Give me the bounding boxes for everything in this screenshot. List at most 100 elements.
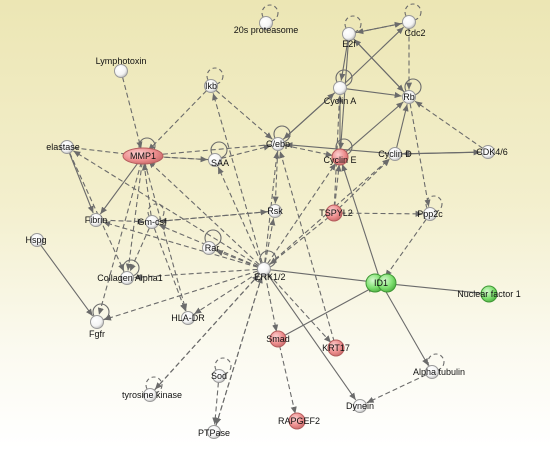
- edge-tspyl2-to-erk: [269, 216, 330, 265]
- node-label-hspg: Hspg: [25, 235, 46, 245]
- edge-tyrkin-to-erk: [153, 274, 260, 391]
- edge-krt17-to-cebp: [279, 151, 335, 342]
- node-tyrkin[interactable]: [143, 388, 157, 402]
- self-loop-proteasome: [261, 4, 279, 22]
- node-proteasome[interactable]: [259, 16, 273, 30]
- node-label-cdk46: CDK4/6: [476, 147, 508, 157]
- edge-tspyl2-to-cyclind: [338, 158, 390, 209]
- node-label-ppp2c: Ppp2c: [417, 209, 443, 219]
- node-label-erk: ERK1/2: [254, 272, 285, 282]
- node-rar[interactable]: [202, 241, 216, 255]
- node-cdc2[interactable]: [402, 15, 416, 29]
- edge-ikb-to-mmp1: [147, 90, 207, 151]
- edge-erk-to-fgfr: [103, 270, 258, 321]
- node-erk[interactable]: [257, 262, 271, 276]
- edge-cyclind-to-rb: [396, 104, 409, 148]
- node-ppp2c[interactable]: [423, 207, 437, 221]
- edge-id1-to-cycline: [341, 163, 380, 277]
- node-cdk46[interactable]: [481, 145, 495, 159]
- edge-cyclina-to-cdc2: [344, 26, 404, 84]
- node-tspyl2[interactable]: [325, 204, 343, 222]
- node-krt17[interactable]: [327, 339, 345, 357]
- node-mmp1[interactable]: [122, 147, 164, 165]
- self-loop-e2f: [344, 15, 362, 33]
- self-loop-ikb: [206, 67, 224, 85]
- node-fibrin[interactable]: [89, 213, 103, 227]
- node-rapgef2[interactable]: [288, 412, 306, 430]
- self-loop-gmcsf: [147, 203, 165, 221]
- node-elastase[interactable]: [60, 140, 74, 154]
- node-sod[interactable]: [212, 369, 226, 383]
- node-e2f[interactable]: [342, 27, 356, 41]
- edge-erk-to-saa: [217, 166, 262, 264]
- node-rsk[interactable]: [268, 204, 282, 218]
- node-label-cyclind: Cyclin D: [378, 149, 412, 159]
- node-label-mmp1: MMP1: [130, 151, 156, 161]
- node-label-sod: Sod: [211, 371, 227, 381]
- edge-ikb-to-cebp: [215, 89, 273, 140]
- edge-erk-to-collagen: [134, 268, 258, 281]
- self-loop-ppp2c: [425, 195, 443, 213]
- edge-alphatub-to-dynein: [366, 374, 427, 404]
- node-ptpase[interactable]: [207, 425, 221, 439]
- edge-cdk46-to-rb: [414, 100, 484, 149]
- node-saa[interactable]: [208, 153, 222, 167]
- node-rb[interactable]: [402, 90, 416, 104]
- edge-cycline-to-rb: [344, 101, 404, 154]
- node-lymphotoxin[interactable]: [114, 64, 128, 78]
- node-ikb[interactable]: [204, 79, 218, 93]
- edge-ptpase-to-erk: [215, 276, 263, 426]
- edge-cyclina-to-cebp: [283, 91, 336, 140]
- node-gmcsf[interactable]: [145, 215, 159, 229]
- node-label-rb: Rb: [403, 92, 415, 102]
- edge-elastase-to-fibrin: [68, 152, 94, 214]
- node-label-tyrkin: tyrosine kinase: [122, 390, 182, 400]
- edge-e2f-to-cyclina: [339, 40, 349, 81]
- edge-erk-to-hladr: [194, 272, 259, 315]
- node-label-rapgef2: RAPGEF2: [278, 416, 320, 426]
- node-label-e2f: E2f: [342, 39, 356, 49]
- edge-cdk46-to-cyclind: [402, 150, 482, 157]
- edge-saa-to-cebp: [221, 144, 271, 159]
- edge-mmp1-to-fgfr: [97, 162, 142, 315]
- edge-smad-to-id1: [283, 286, 375, 337]
- edge-id1-to-alphatub: [383, 288, 429, 366]
- edge-gmcsf-to-rsk: [158, 209, 268, 222]
- edge-erk-to-cycline: [267, 162, 337, 264]
- node-label-id1: ID1: [374, 278, 388, 288]
- node-collagen[interactable]: [120, 271, 134, 285]
- node-label-lymphotoxin: Lymphotoxin: [96, 56, 147, 66]
- edge-erk-to-gmcsf: [158, 224, 259, 268]
- node-nf1[interactable]: [480, 285, 498, 303]
- edge-sod-to-ptpase: [212, 382, 219, 425]
- node-label-gmcsf: Gm-csf: [138, 217, 167, 227]
- node-cebp[interactable]: [271, 137, 285, 151]
- edge-erk-to-id1: [270, 269, 374, 285]
- edge-erk-to-cebp: [264, 151, 280, 263]
- edge-lymphotoxin-to-mmp1: [122, 77, 143, 149]
- node-label-fibrin: Fibrin: [85, 215, 108, 225]
- node-id1-right-lobe[interactable]: [377, 273, 397, 293]
- self-loop-cdc2: [404, 3, 422, 21]
- edge-tspyl2-to-ppp2c: [340, 210, 423, 217]
- node-cyclind[interactable]: [388, 147, 402, 161]
- node-dynein[interactable]: [353, 399, 367, 413]
- edge-erk-to-smad: [264, 275, 279, 332]
- node-alphatub[interactable]: [425, 365, 439, 379]
- node-fgfr[interactable]: [90, 315, 104, 329]
- node-smad[interactable]: [269, 330, 287, 348]
- edge-cyclina-to-rb: [346, 88, 402, 99]
- node-label-fgfr: Fgfr: [89, 329, 105, 339]
- edge-smad-to-rapgef2: [278, 345, 297, 414]
- node-hspg[interactable]: [30, 233, 44, 247]
- edge-rb-to-e2f: [353, 39, 405, 93]
- edge-mmp1-to-fibrin: [99, 160, 140, 215]
- node-hladr[interactable]: [181, 311, 195, 325]
- node-cycline[interactable]: [331, 148, 349, 166]
- edge-rb-to-ppp2c: [409, 103, 431, 207]
- node-cyclina[interactable]: [333, 81, 347, 95]
- edge-erk-to-fibrin: [103, 221, 258, 268]
- node-label-cebp: C/ebp: [266, 139, 290, 149]
- edge-erk-to-ikb: [212, 93, 263, 263]
